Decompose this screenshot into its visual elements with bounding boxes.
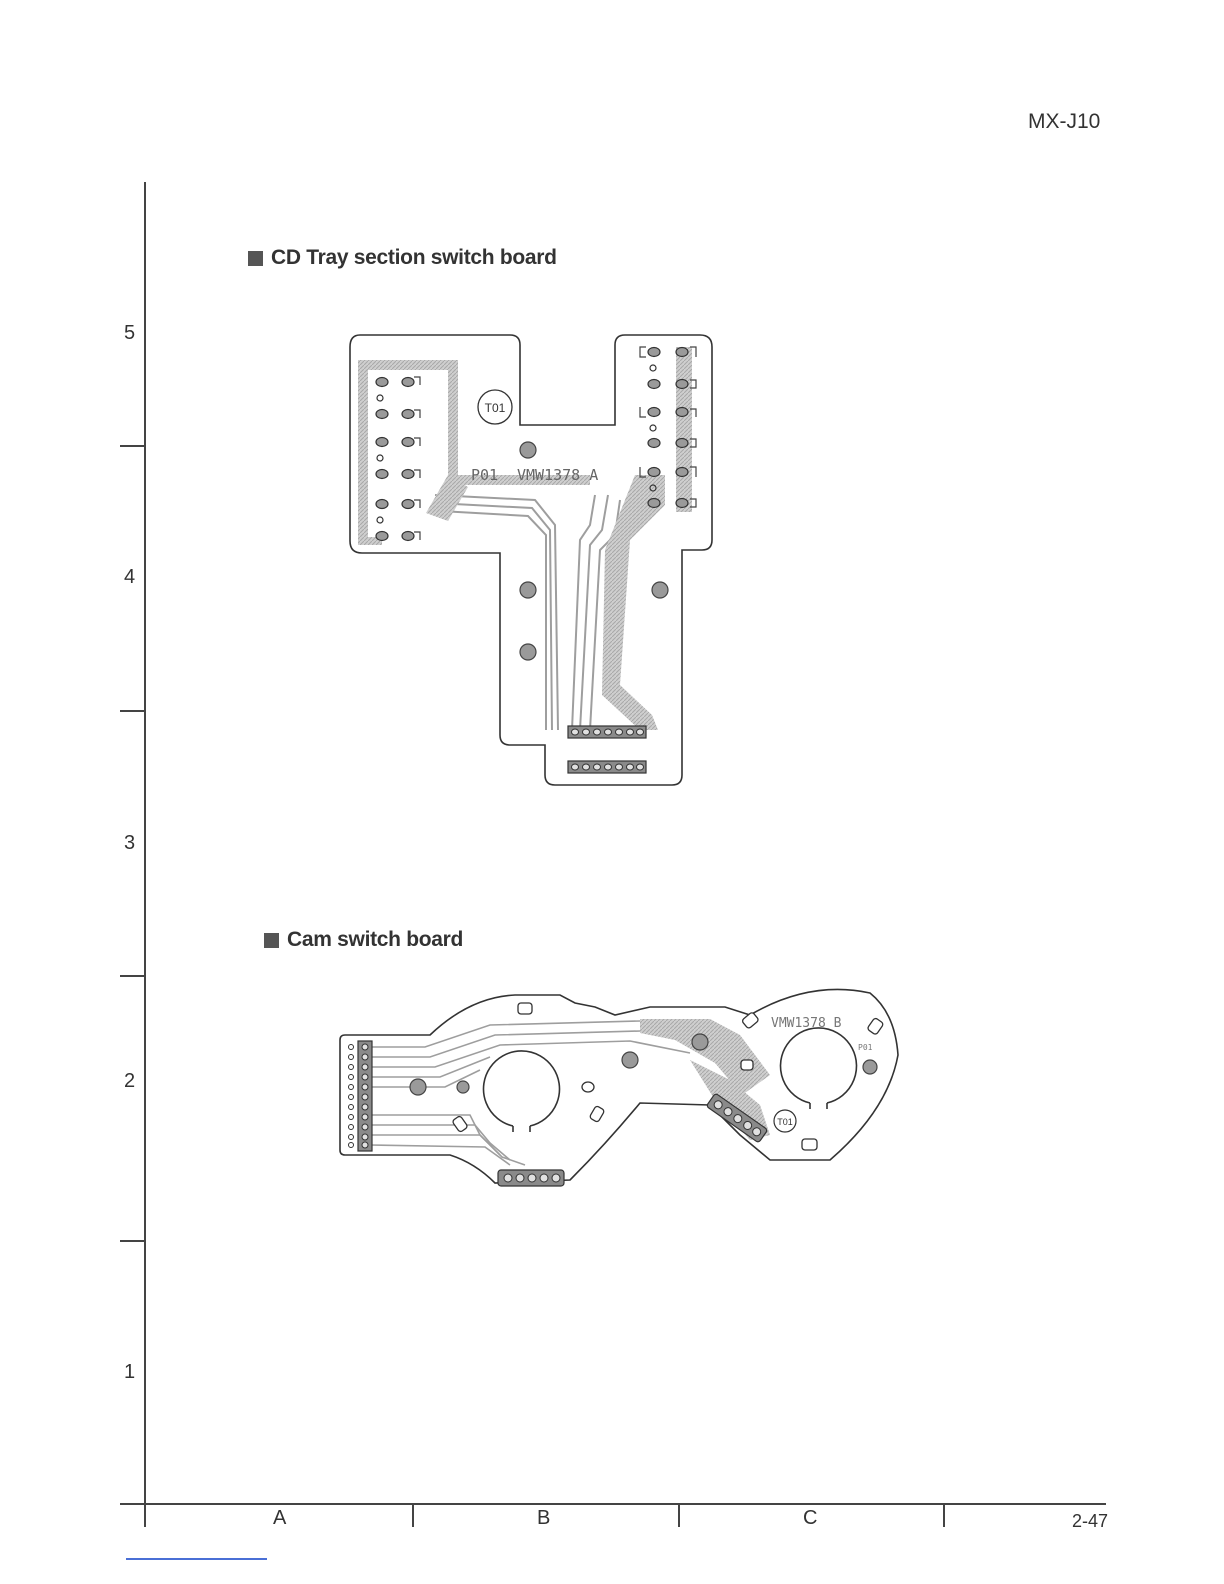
page-number: 2-47 [1072, 1511, 1108, 1532]
pattern-label: P01 [471, 466, 498, 484]
grid-row-label-5: 5 [124, 322, 135, 345]
cd-tray-board-diagram: T01 P01 VMW1378 A [340, 325, 725, 795]
part-number-label: VMW1378 A [517, 466, 598, 484]
pattern-label: P01 [858, 1043, 873, 1052]
heading-bullet-icon [248, 251, 263, 266]
grid-column-tick [412, 1505, 414, 1527]
grid-column-label-a: A [273, 1507, 286, 1530]
grid-left-border [144, 182, 146, 1526]
grid-column-tick [144, 1505, 146, 1527]
grid-column-label-b: B [537, 1507, 550, 1530]
part-number-label: VMW1378 B [771, 1016, 842, 1031]
grid-row-tick [120, 1240, 146, 1242]
grid-row-label-1: 1 [124, 1361, 135, 1384]
grid-column-tick [678, 1505, 680, 1527]
grid-row-tick [120, 975, 146, 977]
link-underline [126, 1558, 267, 1560]
grid-row-label-3: 3 [124, 832, 135, 855]
model-number: MX-J10 [1028, 110, 1100, 134]
grid-row-tick [120, 710, 146, 712]
heading-bullet-icon [264, 933, 279, 948]
cam-switch-title: Cam switch board [287, 928, 463, 952]
test-point-label: T01 [777, 1117, 793, 1127]
grid-row-label-4: 4 [124, 566, 135, 589]
copper-trace [676, 347, 692, 512]
grid-row-label-2: 2 [124, 1070, 135, 1093]
cam-switch-heading: Cam switch board [264, 928, 463, 952]
test-point-label: T01 [485, 401, 506, 415]
cd-tray-heading: CD Tray section switch board [248, 246, 557, 270]
grid-bottom-border [120, 1503, 1106, 1505]
grid-row-tick [120, 445, 146, 447]
board-outline [350, 335, 712, 785]
cd-tray-title: CD Tray section switch board [271, 246, 557, 270]
grid-column-tick [943, 1505, 945, 1527]
cam-switch-board-diagram: T01 VMW1378 B P01 [330, 985, 910, 1195]
grid-column-label-c: C [803, 1507, 817, 1530]
